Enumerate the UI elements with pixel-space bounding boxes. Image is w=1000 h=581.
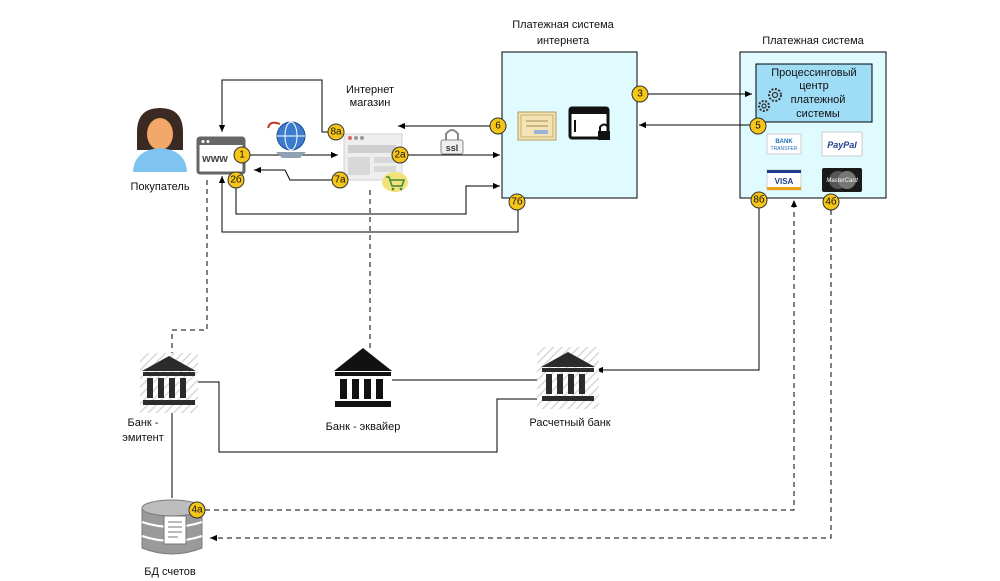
secure-window-icon — [568, 106, 610, 140]
svg-text:BANK: BANK — [775, 139, 793, 145]
step-badge-3: 3 — [631, 85, 649, 103]
certificate-icon — [517, 111, 557, 141]
svg-text:6: 6 — [495, 121, 501, 132]
svg-text:7б: 7б — [511, 196, 523, 208]
svg-text:2б: 2б — [230, 174, 242, 186]
svg-text:ssl: ssl — [446, 143, 459, 153]
svg-text:5: 5 — [755, 121, 761, 132]
person-icon — [133, 108, 187, 172]
gears-icon — [758, 88, 782, 112]
step-badge-8a: 8a — [327, 123, 345, 141]
ips-label-line1: Платежная система — [512, 19, 614, 31]
svg-text:VISA: VISA — [775, 177, 794, 186]
svg-text:3: 3 — [637, 89, 643, 100]
svg-text:7a: 7a — [334, 175, 346, 186]
svg-text:4б: 4б — [825, 196, 837, 208]
database-icon — [141, 499, 203, 555]
db-label: БД счетов — [144, 566, 196, 578]
ps-title: Платежная система — [762, 35, 864, 47]
settlement-label: Расчетный банк — [529, 417, 610, 429]
step-badge-4b: 4б — [822, 193, 840, 211]
globe-icon — [267, 121, 306, 158]
step-badge-2a: 2a — [391, 146, 409, 164]
acquirer-bank-icon — [334, 348, 392, 407]
svg-text:4a: 4a — [191, 505, 203, 516]
step-badge-7b: 7б — [508, 193, 526, 211]
svg-text:2a: 2a — [394, 150, 406, 161]
svg-text:PayPal: PayPal — [827, 140, 857, 150]
step-badge-4a: 4a — [188, 501, 206, 519]
ssl-lock-icon: ssl — [440, 129, 464, 155]
step-badge-8b: 8б — [750, 191, 768, 209]
shopping-cart-icon — [382, 172, 408, 192]
proc-label-line3: платежной — [791, 94, 846, 106]
step-badge-5: 5 — [749, 117, 767, 135]
issuer-label-line2: эмитент — [122, 432, 163, 444]
issuer-label-line1: Банк - — [128, 417, 159, 429]
step-badge-7a: 7a — [331, 171, 349, 189]
step-badge-2b: 2б — [227, 171, 245, 189]
mastercard-logo: MasterCard — [822, 168, 862, 192]
svg-text:TRANSFER: TRANSFER — [771, 146, 798, 152]
settlement-bank-icon — [537, 347, 599, 409]
svg-text:8б: 8б — [753, 194, 765, 206]
svg-text:www: www — [201, 153, 228, 165]
shop-label-line1: Интернет — [346, 84, 394, 96]
shop-label-line2: магазин — [350, 97, 391, 109]
svg-text:8a: 8a — [330, 127, 342, 138]
customer-label: Покупатель — [130, 181, 189, 193]
issuer-bank-icon — [140, 353, 198, 413]
proc-label-line1: Процессинговый — [771, 67, 856, 79]
step-badge-6: 6 — [489, 117, 507, 135]
visa-logo: VISA — [766, 169, 802, 191]
proc-label-line2: центр — [799, 80, 829, 92]
ips-label-line2: интернета — [537, 35, 590, 47]
proc-label-line4: системы — [796, 108, 840, 120]
svg-text:1: 1 — [239, 150, 245, 161]
step-badge-1: 1 — [233, 146, 251, 164]
bank-transfer-logo: BANK TRANSFER — [766, 133, 802, 155]
paypal-logo: PayPal — [821, 131, 863, 157]
browser-www-icon: www — [196, 136, 246, 175]
acquirer-label: Банк - эквайер — [326, 421, 401, 433]
svg-text:MasterCard: MasterCard — [826, 178, 858, 184]
